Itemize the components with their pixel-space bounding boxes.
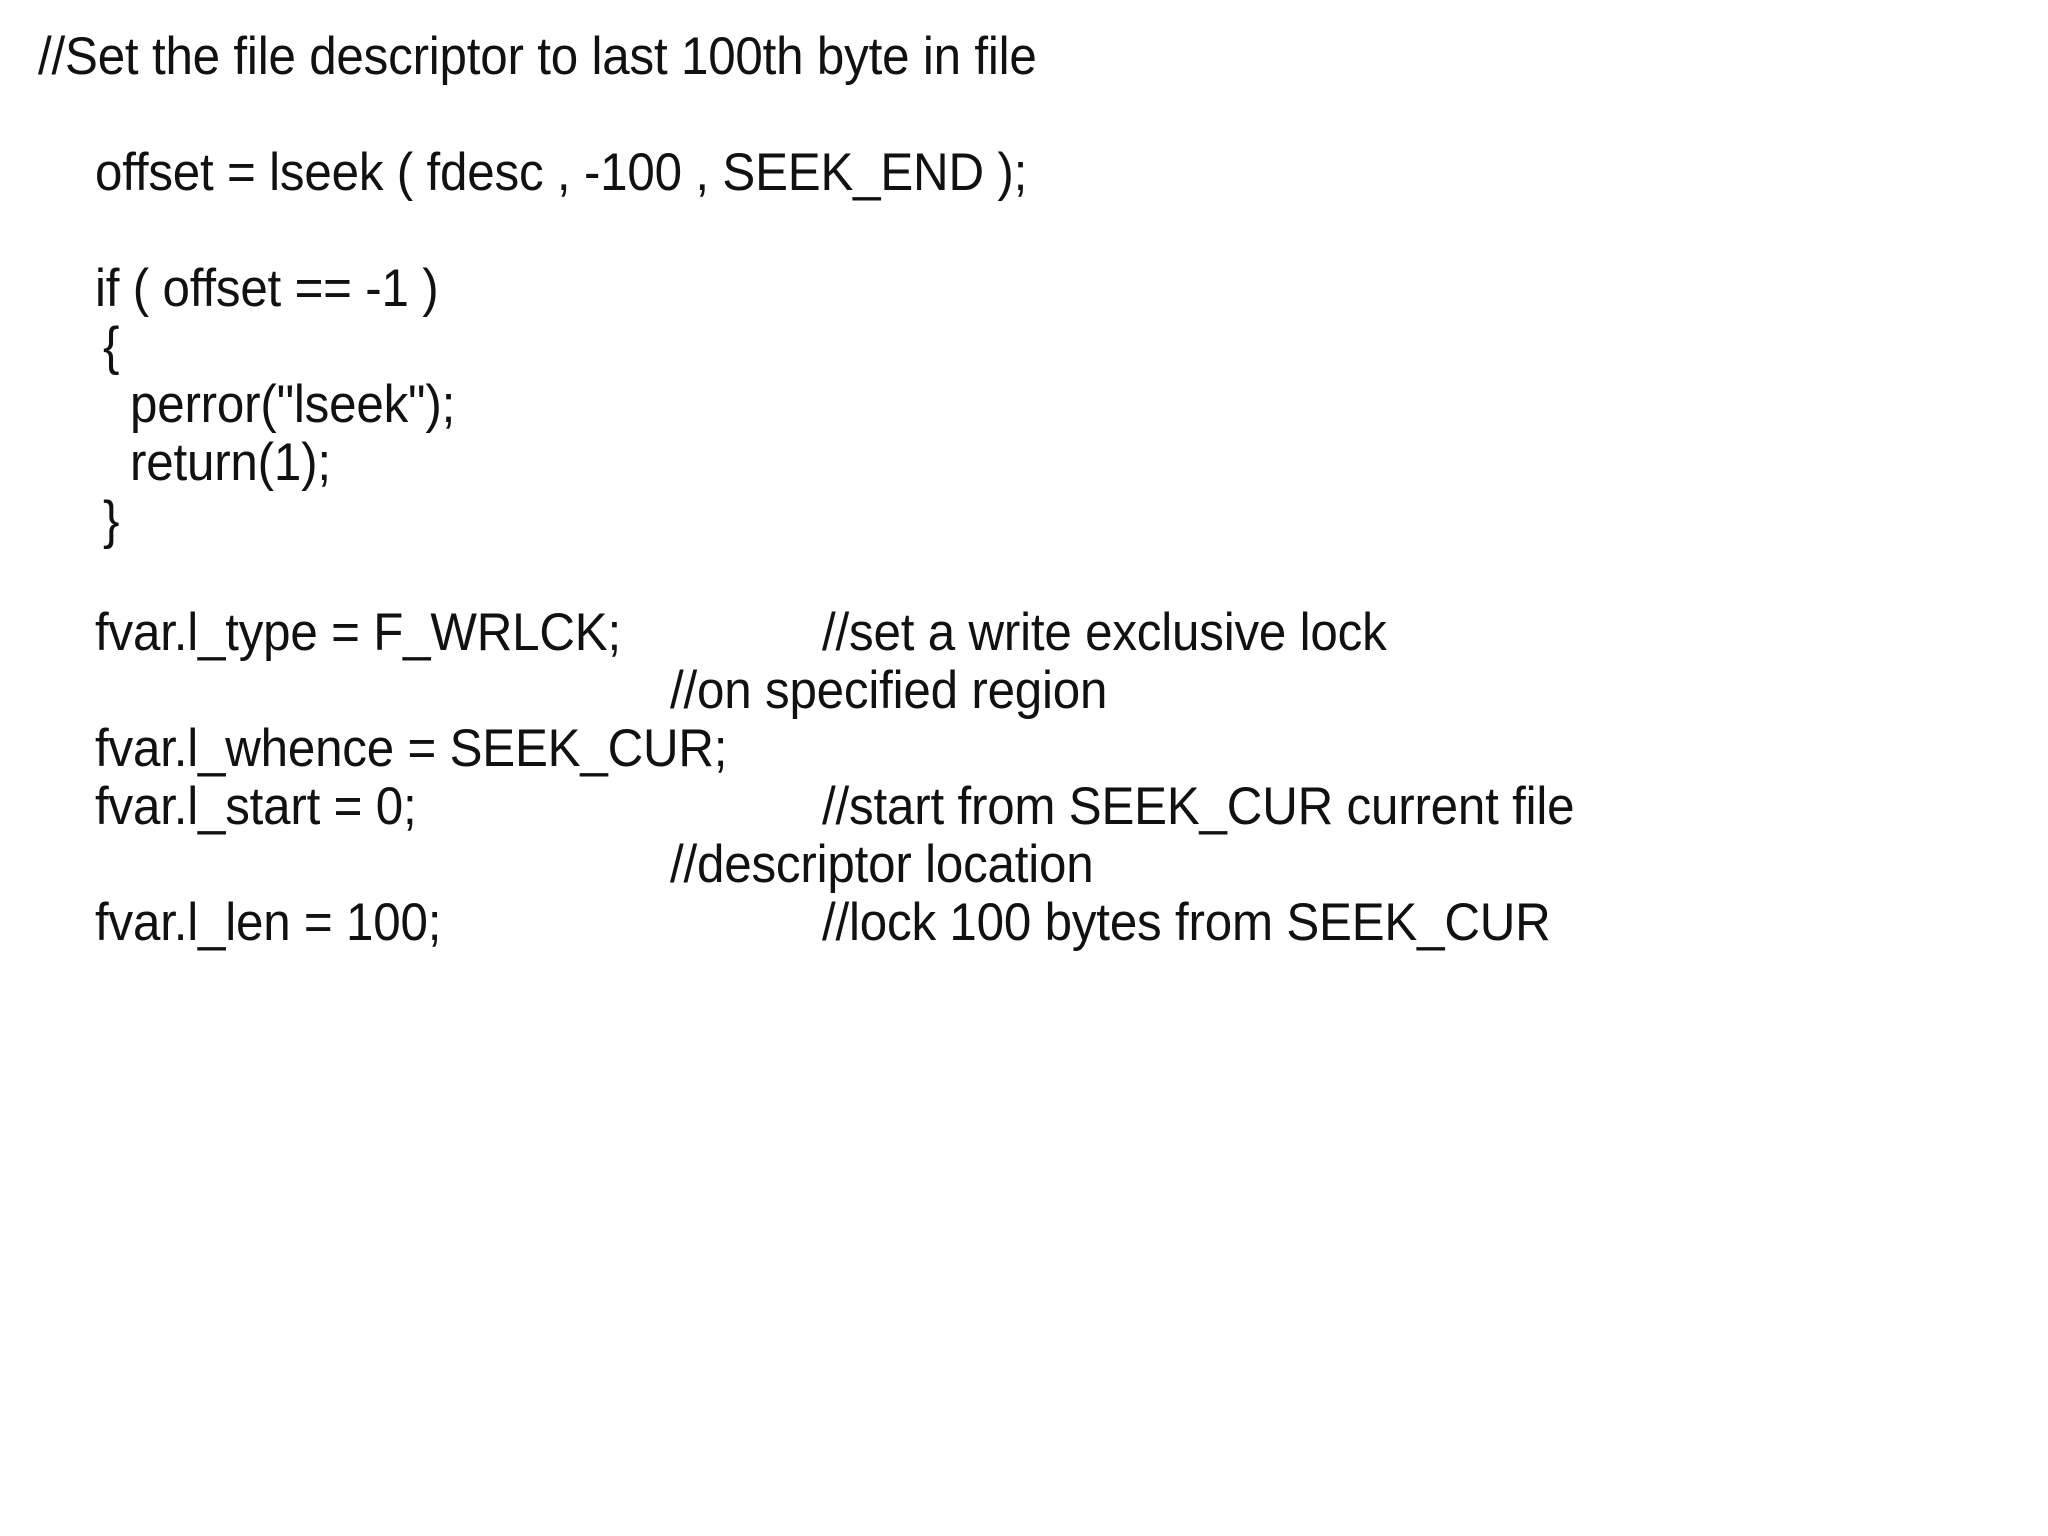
code-line-fvar-l-len: fvar.l_len = 100;	[95, 893, 442, 952]
comment-lock-100-bytes: //lock 100 bytes from SEEK_CUR	[822, 893, 1551, 952]
code-line-if-offset-check: if ( offset == -1 )	[95, 259, 439, 318]
code-line-fvar-l-whence: fvar.l_whence = SEEK_CUR;	[95, 719, 728, 778]
comment-on-region: //on specified region	[670, 661, 1108, 720]
code-line-perror-call: perror("lseek");	[130, 375, 456, 434]
code-line-close-brace: }	[103, 491, 120, 550]
code-line-return-call: return(1);	[130, 433, 331, 492]
code-line-lseek-call: offset = lseek ( fdesc , -100 , SEEK_END…	[95, 143, 1028, 202]
code-line-fvar-l-type: fvar.l_type = F_WRLCK;	[95, 603, 621, 662]
code-line-open-brace: {	[103, 317, 120, 376]
comment-descriptor-loc: //descriptor location	[670, 835, 1094, 894]
code-line-fvar-l-start: fvar.l_start = 0;	[95, 777, 417, 836]
title-comment: //Set the file descriptor to last 100th …	[38, 27, 1037, 86]
comment-start-seek-cur: //start from SEEK_CUR current file	[822, 777, 1575, 836]
comment-write-lock: //set a write exclusive lock	[822, 603, 1387, 662]
